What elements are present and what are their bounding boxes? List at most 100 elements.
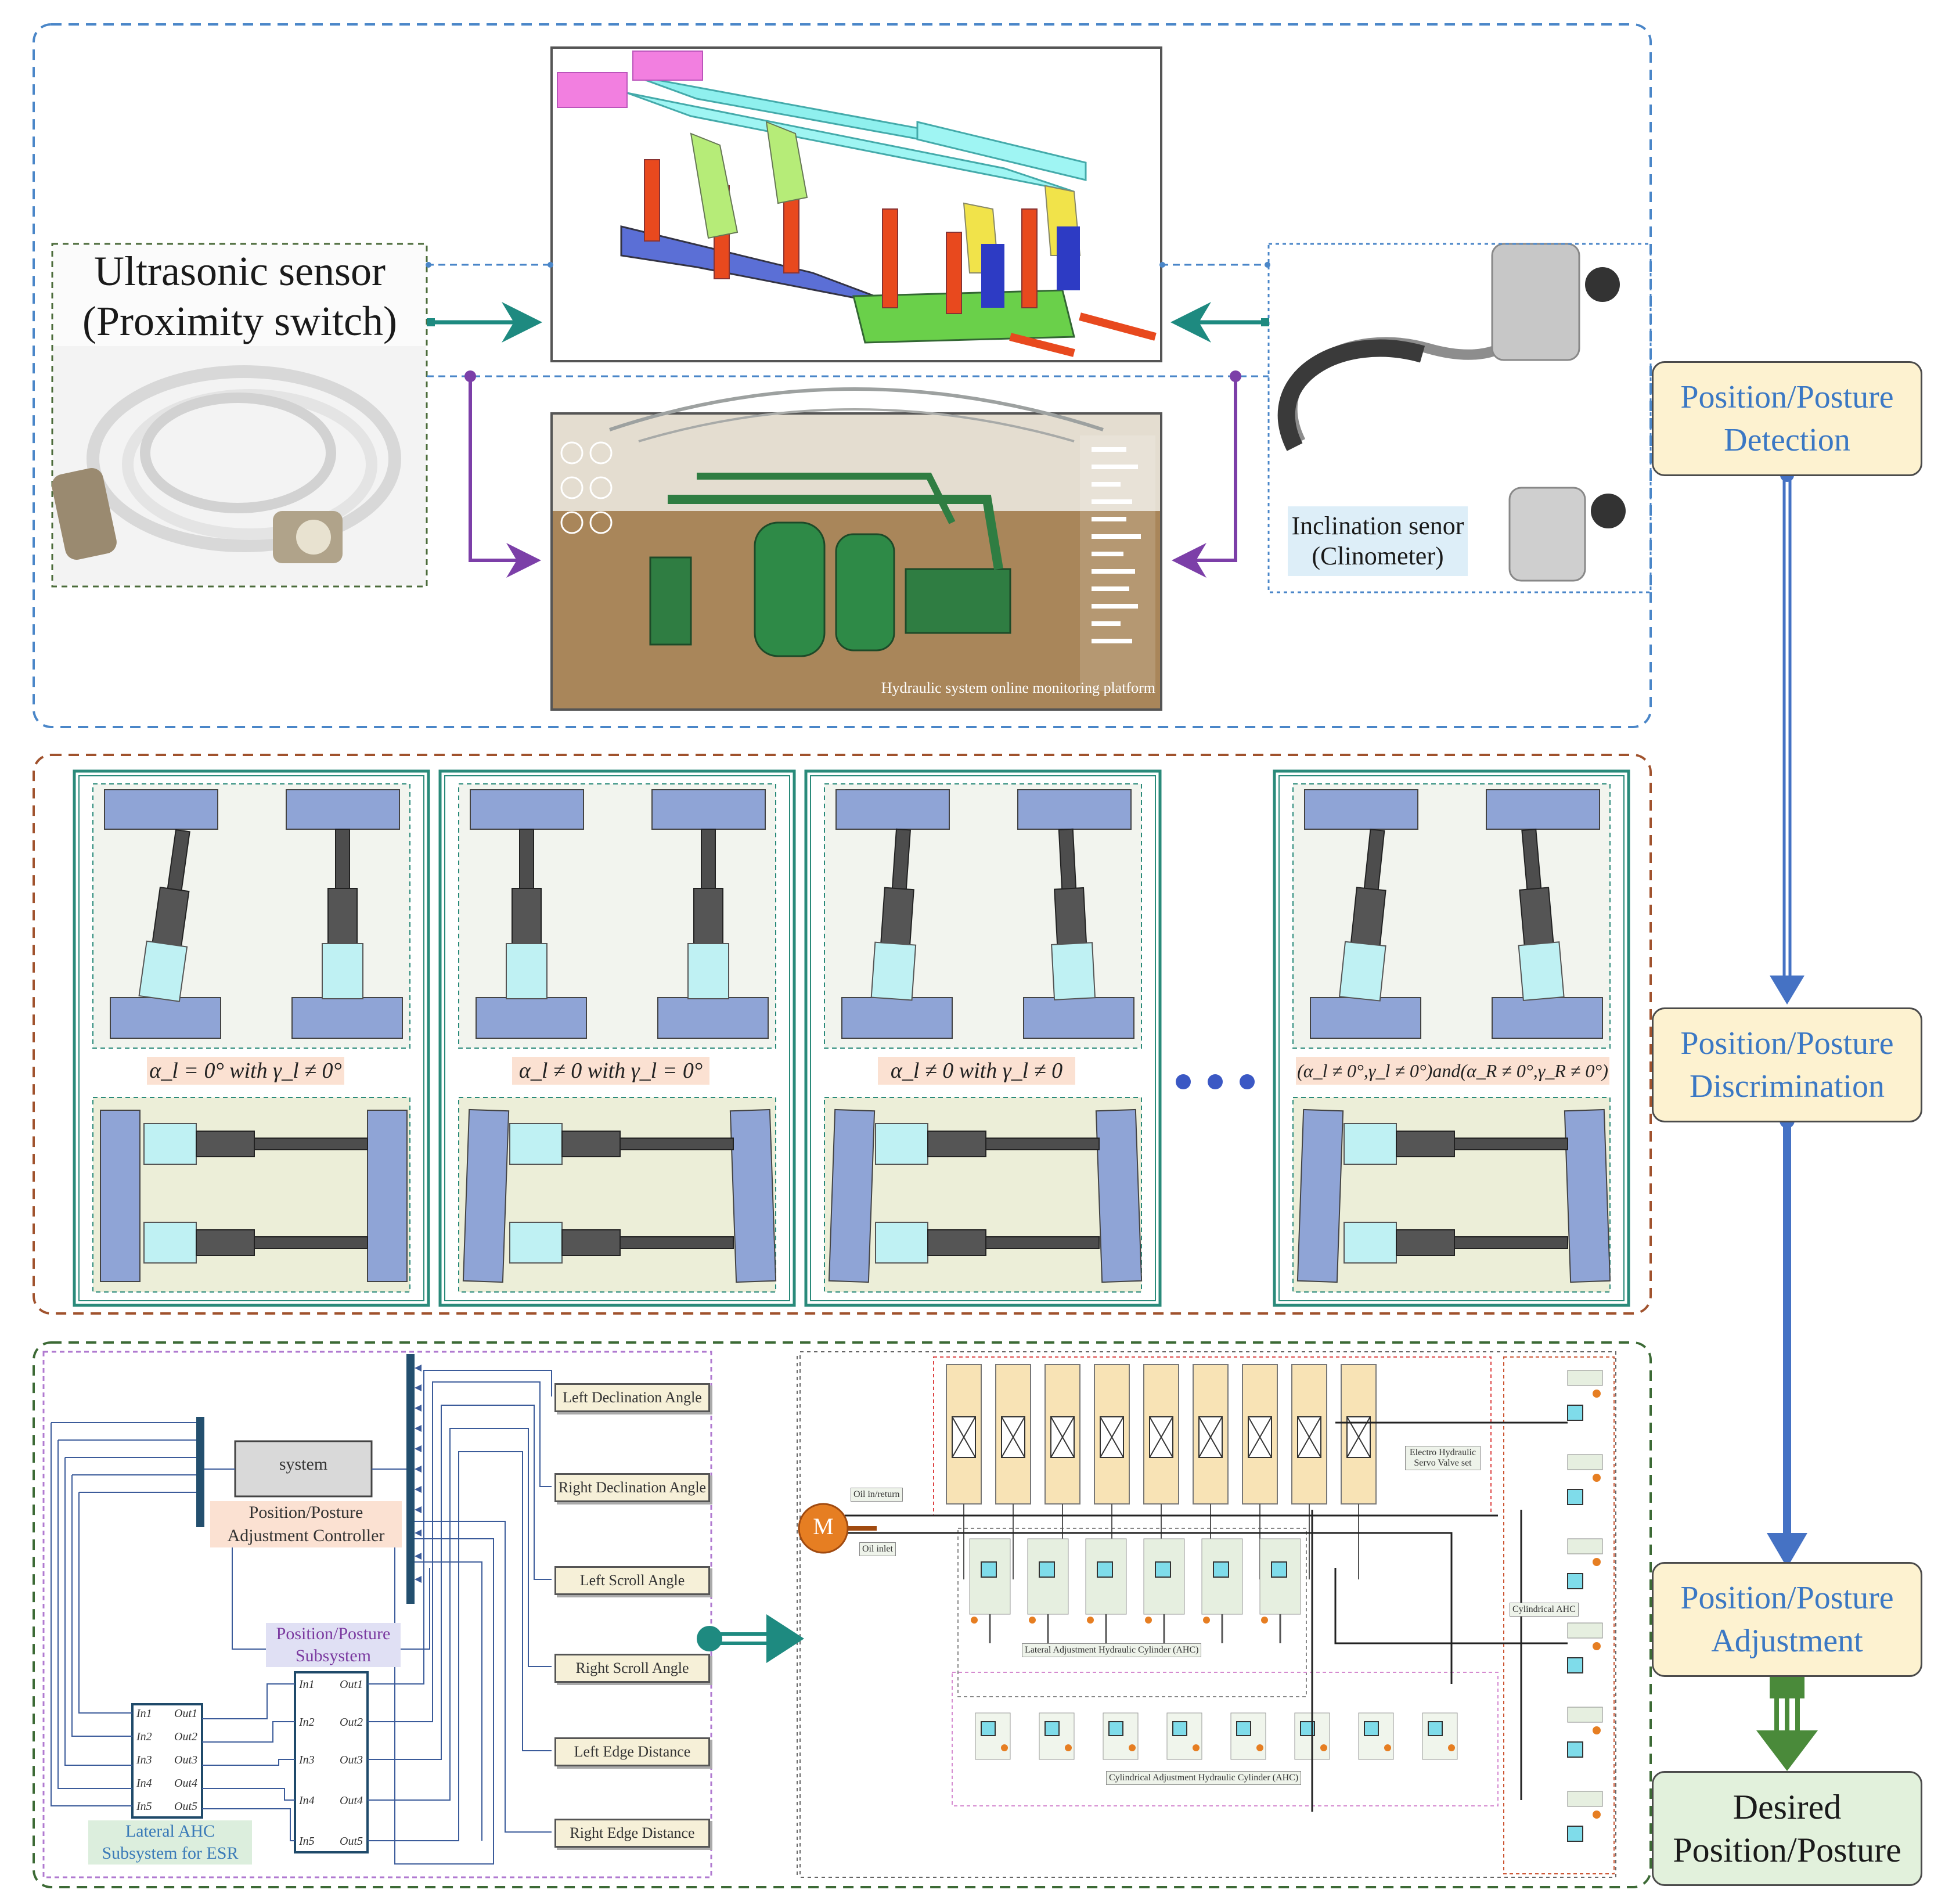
lateral-in-port-2: In2 <box>136 1730 152 1743</box>
subsystem-out-port-4: Out4 <box>340 1794 363 1807</box>
teal-arrows <box>427 302 1269 343</box>
controller-label-line1: Position/Posture <box>248 1503 363 1522</box>
ultrasonic-sensor-image <box>52 346 426 585</box>
posture-side-rod-2 <box>619 1236 734 1249</box>
monitoring-caption: Hydraulic system online monitoring platf… <box>881 679 1155 696</box>
subsystem-out-port-1: Out1 <box>340 1678 363 1691</box>
posture-top-plate-2 <box>1486 789 1600 830</box>
ultrasonic-sensor-label: Ultrasonic sensor (Proximity switch) <box>55 246 424 346</box>
ultrasonic-label-line1: Ultrasonic sensor <box>94 248 386 294</box>
posture-base-plate-2 <box>1023 997 1134 1039</box>
servo-valve-8 <box>1291 1364 1327 1579</box>
subsystem-out-port-2: Out2 <box>340 1716 363 1729</box>
servo-valve-2 <box>995 1364 1031 1579</box>
posture-side-body-1 <box>196 1131 255 1157</box>
purple-arrows <box>464 370 1241 578</box>
subsystem-in-port-4: In4 <box>299 1794 315 1807</box>
lateral-cylinder-4 <box>1143 1538 1185 1643</box>
posture-side-body-1 <box>1396 1131 1455 1157</box>
signal-left-edge: Left Edge Distance <box>554 1737 710 1766</box>
subsystem-in-port-5: In5 <box>299 1835 315 1848</box>
posture-side-cylinder-2 <box>1344 1222 1397 1264</box>
posture-top-plate-1 <box>104 789 218 830</box>
posture-side-body-2 <box>927 1229 986 1256</box>
posture-side-rod-1 <box>985 1138 1100 1150</box>
system-block-label: system <box>279 1455 328 1474</box>
motor-label: M <box>813 1513 834 1539</box>
subsystem-block <box>294 1671 369 1853</box>
servo-valve-3 <box>1044 1364 1080 1579</box>
posture-actuator-1 <box>506 829 548 999</box>
clinometer-image <box>1277 243 1626 582</box>
subsystem-in-port-1: In1 <box>299 1678 315 1691</box>
oil-out-label: Oil inlet <box>859 1542 896 1556</box>
lateral-cylinder-6 <box>1259 1538 1301 1643</box>
cylindrical-cylinder-8 <box>1422 1712 1458 1760</box>
clinometer-label-line2: (Clinometer) <box>1312 542 1444 570</box>
lateral-block <box>131 1703 203 1819</box>
lateral-label-line2: Subsystem for ESR <box>102 1844 239 1863</box>
detection-section-frame <box>33 23 1652 728</box>
signal-right-edge: Right Edge Distance <box>554 1819 710 1848</box>
lateral-cylinder-3 <box>1085 1538 1127 1643</box>
posture-actuator-2 <box>687 829 729 999</box>
servo-valve-4 <box>1094 1364 1130 1579</box>
posture-side-cylinder-1 <box>143 1123 197 1165</box>
posture-side-rod-1 <box>1454 1138 1568 1150</box>
subsystem-in-port-2: In2 <box>299 1716 315 1729</box>
lateral-cylinder-2 <box>1027 1538 1069 1643</box>
posture-top-plate-1 <box>1304 789 1418 830</box>
posture-base-plate-2 <box>291 997 403 1039</box>
posture-side-body-2 <box>1396 1229 1455 1256</box>
posture-side-cylinder-2 <box>509 1222 563 1264</box>
posture-panel-1 <box>73 769 430 1307</box>
cylindrical-cylinder-1 <box>975 1712 1011 1760</box>
detection-line2: Detection <box>1724 422 1850 458</box>
adjustment-section-frame <box>33 1341 1652 1888</box>
posture-actuator-2 <box>322 829 363 999</box>
machine-render-image <box>557 51 1157 357</box>
ultrasonic-label-line2: (Proximity switch) <box>82 298 397 344</box>
lateral-cyl-frame <box>957 1528 1307 1697</box>
cylindrical-cylinder-7 <box>1358 1712 1394 1760</box>
adjustment-line1: Position/Posture <box>1680 1580 1894 1616</box>
posture-top-plate-2 <box>1017 789 1132 830</box>
lateral-cylinder-5 <box>1201 1538 1243 1643</box>
subsystem-label-line2: Subsystem <box>295 1646 372 1665</box>
discrimination-line1: Position/Posture <box>1680 1025 1894 1061</box>
subsystem-out-port-5: Out5 <box>340 1835 363 1848</box>
right-cylinder-5 <box>1567 1707 1603 1758</box>
bus-bar-left <box>196 1417 204 1527</box>
servo-valve-7 <box>1242 1364 1278 1579</box>
posture-side-body-1 <box>927 1131 986 1157</box>
subsystem-label: Position/Posture Subsystem <box>266 1623 401 1667</box>
posture-actuator-2 <box>1518 828 1565 1002</box>
posture-side-cylinder-1 <box>875 1123 928 1165</box>
posture-side-left-plate <box>1296 1108 1344 1283</box>
detection-line1: Position/Posture <box>1680 379 1894 415</box>
hydraulic-schematic <box>798 1356 1615 1874</box>
posture-side-body-2 <box>196 1229 255 1256</box>
cylindrical-cyl-frame <box>952 1672 1499 1806</box>
right-cylinder-4 <box>1567 1622 1603 1673</box>
lateral-in-port-3: In3 <box>136 1754 152 1766</box>
lateral-out-port-2: Out2 <box>174 1730 197 1743</box>
posture-panel-2 <box>438 769 796 1307</box>
posture-base-plate-1 <box>476 997 587 1039</box>
cylindrical-cylinder-2 <box>1039 1712 1075 1760</box>
posture-side-rod-1 <box>619 1138 734 1150</box>
controller-frame <box>42 1351 712 1878</box>
posture-side-rod-1 <box>254 1138 368 1150</box>
posture-side-right-plate <box>1564 1108 1611 1283</box>
discrimination-box: Position/Posture Discrimination <box>1652 1007 1922 1122</box>
lateral-in-port-1: In1 <box>136 1707 152 1720</box>
lateral-cylinder-label: Lateral Adjustment Hydraulic Cylinder (A… <box>1022 1643 1202 1657</box>
posture-side-body-1 <box>561 1131 621 1157</box>
posture-side-right-plate <box>367 1110 408 1282</box>
posture-side-rod-2 <box>985 1236 1100 1249</box>
condition-label-3: α_l ≠ 0 with γ_l ≠ 0 <box>878 1057 1075 1085</box>
oil-in-label: Oil in/return <box>851 1488 903 1502</box>
cylindrical-ahc-label: Cylindrical AHC <box>1510 1603 1579 1617</box>
desired-line2: Position/Posture <box>1673 1831 1901 1869</box>
posture-actuator-1 <box>138 829 190 1002</box>
